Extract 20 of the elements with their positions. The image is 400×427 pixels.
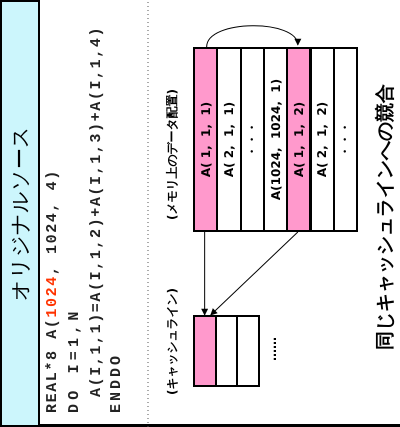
section-label: (キャッシュライン) xyxy=(164,288,180,395)
arrow xyxy=(201,232,208,316)
cache-line-cell xyxy=(193,315,217,387)
memory-cell: A( 1, 1, 2) xyxy=(286,47,312,232)
memory-cell: ・・・ xyxy=(240,47,265,232)
code-line: DO I=1,N xyxy=(66,307,84,413)
memory-cell: A( 1, 1, 1) xyxy=(193,47,218,232)
code-line: A(I,1,1)=A(I,1,2)+A(I,1,3)+A(I,1,4) xyxy=(88,26,106,397)
code-line: ENDDO xyxy=(108,352,126,413)
title: オリジナルソース xyxy=(0,0,40,427)
cache-line-cell xyxy=(236,315,260,387)
memory-cell: A( 2, 1, 1) xyxy=(216,47,242,232)
ellipsis-text: …… xyxy=(265,337,279,361)
arrow xyxy=(210,232,298,316)
section-label: (メモリ上のデータ配置) xyxy=(164,89,180,220)
caption: 同じキャッシュラインへの競合 xyxy=(373,84,397,350)
code-line: REAL*8 A(1024, 1024, 4) xyxy=(44,169,62,413)
memory-cell: A( 2, 1, 2) xyxy=(310,47,335,232)
arrow xyxy=(206,25,300,48)
memory-cell: ・・・ xyxy=(332,47,358,232)
